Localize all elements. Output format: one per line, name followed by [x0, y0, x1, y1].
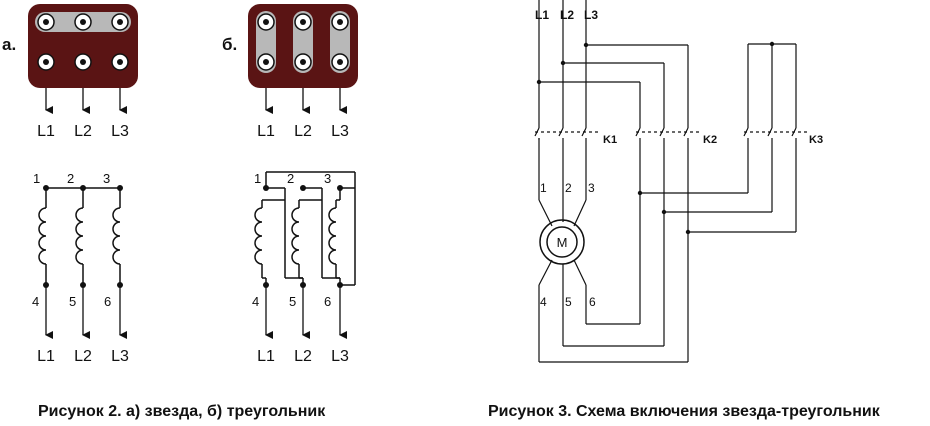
- svg-text:6: 6: [324, 294, 331, 309]
- phase-l3: L3: [584, 8, 598, 22]
- svg-text:2: 2: [67, 171, 74, 186]
- svg-text:5: 5: [69, 294, 76, 309]
- delta-output-l1: L1: [257, 348, 275, 365]
- star-terminal-box: а. L1 L2 L3: [2, 4, 138, 140]
- svg-text:1: 1: [33, 171, 40, 186]
- svg-text:6: 6: [589, 295, 596, 309]
- svg-text:3: 3: [324, 171, 331, 186]
- box-b-output-l3: L3: [331, 123, 349, 140]
- svg-text:3: 3: [103, 171, 110, 186]
- svg-text:5: 5: [289, 294, 296, 309]
- svg-text:2: 2: [565, 181, 572, 195]
- svg-text:5: 5: [565, 295, 572, 309]
- box-a-output-l3: L3: [111, 123, 129, 140]
- motor-outer-circle: [539, 219, 585, 265]
- svg-text:4: 4: [32, 294, 39, 309]
- delta-output-l2: L2: [294, 348, 312, 365]
- phase-l2: L2: [560, 8, 574, 22]
- motor-inner-circle: [546, 226, 578, 258]
- svg-text:1: 1: [254, 171, 261, 186]
- svg-text:4: 4: [252, 294, 259, 309]
- star-windings: 1 2 3 4 5 6 L1 L2 L3: [32, 171, 129, 365]
- box-a-output-l2: L2: [74, 123, 92, 140]
- star-output-l3: L3: [111, 348, 129, 365]
- svg-text:2: 2: [287, 171, 294, 186]
- contactor-k3-label: K3: [809, 134, 823, 146]
- figure3-caption: Рисунок 3. Схема включения звезда-треуго…: [488, 403, 880, 420]
- figure2-caption: Рисунок 2. а) звезда, б) треугольник: [38, 403, 326, 420]
- star-output-l2: L2: [74, 348, 92, 365]
- label-a: а.: [2, 35, 16, 54]
- svg-text:6: 6: [104, 294, 111, 309]
- svg-text:1: 1: [540, 181, 547, 195]
- svg-text:4: 4: [540, 295, 547, 309]
- delta-output-l3: L3: [331, 348, 349, 365]
- star-delta-schematic: L1 L2 L3 K1 K2 K3: [534, 0, 823, 363]
- star-output-l1: L1: [37, 348, 55, 365]
- contactor-k2-label: K2: [703, 134, 717, 146]
- svg-text:3: 3: [588, 181, 595, 195]
- box-b-output-l2: L2: [294, 123, 312, 140]
- box-a-output-l1: L1: [37, 123, 55, 140]
- label-b: б.: [222, 35, 237, 54]
- delta-terminal-box: б. L1 L2 L3: [222, 4, 358, 140]
- contactor-k1-label: K1: [603, 134, 617, 146]
- motor-label: M: [557, 235, 568, 250]
- box-b-output-l1: L1: [257, 123, 275, 140]
- phase-l1: L1: [535, 8, 549, 22]
- junction-dots: [536, 41, 775, 235]
- delta-windings: 1 2 3: [252, 171, 356, 365]
